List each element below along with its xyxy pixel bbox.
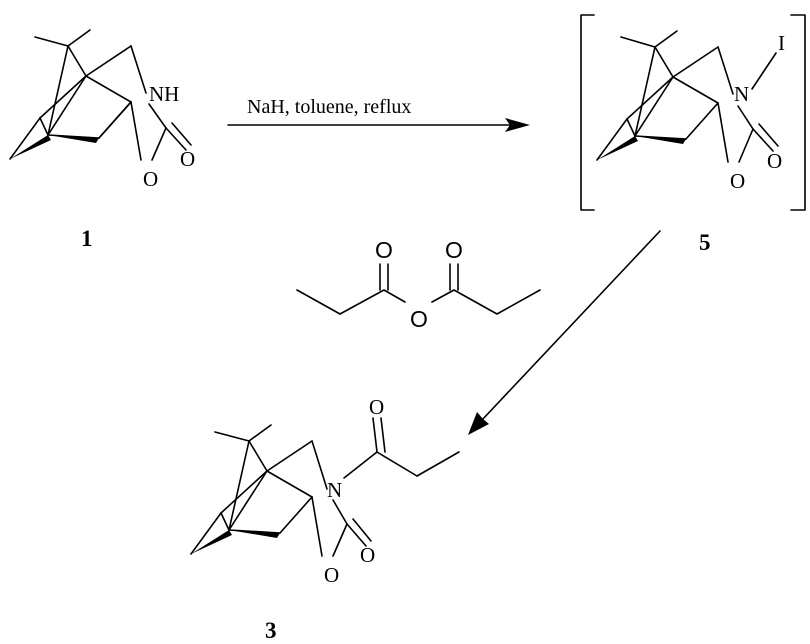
reaction-arrow	[227, 118, 530, 132]
compound-3-ring-o-label: O	[324, 563, 339, 587]
intermediate-brackets	[580, 14, 806, 211]
reaction-conditions-label: NaH, toluene, reflux	[247, 96, 411, 118]
anhydride-bridge-o-label: O	[410, 306, 428, 332]
compound-1-label: 1	[81, 226, 93, 251]
compound-3-structure	[190, 417, 460, 557]
acylation-arrow	[468, 230, 661, 435]
compound-3-carbonyl-o-label: O	[360, 543, 375, 567]
compound-3-acyl-o-label: O	[369, 395, 384, 419]
compound-5-ring-o-label: O	[730, 169, 745, 193]
anhydride-left-carbonyl-o-label: O	[375, 237, 393, 263]
compound-5-label: 5	[699, 230, 711, 255]
compound-5-carbonyl-o-label: O	[767, 149, 782, 173]
compound-5-n-label: N	[734, 82, 749, 106]
compound-1-structure	[9, 29, 192, 161]
compound-3-n-label: N	[327, 478, 342, 502]
compound-5-iodine-label: I	[778, 31, 785, 55]
compound-1-carbonyl-o-label: O	[180, 147, 195, 171]
compound-5-structure	[596, 30, 779, 163]
compound-1-ring-o-label: O	[143, 167, 158, 191]
compound-3-label: 3	[265, 618, 277, 643]
propionic-anhydride-structure	[296, 263, 541, 315]
anhydride-right-carbonyl-o-label: O	[445, 237, 463, 263]
compound-1-nh-label: NH	[149, 82, 179, 106]
